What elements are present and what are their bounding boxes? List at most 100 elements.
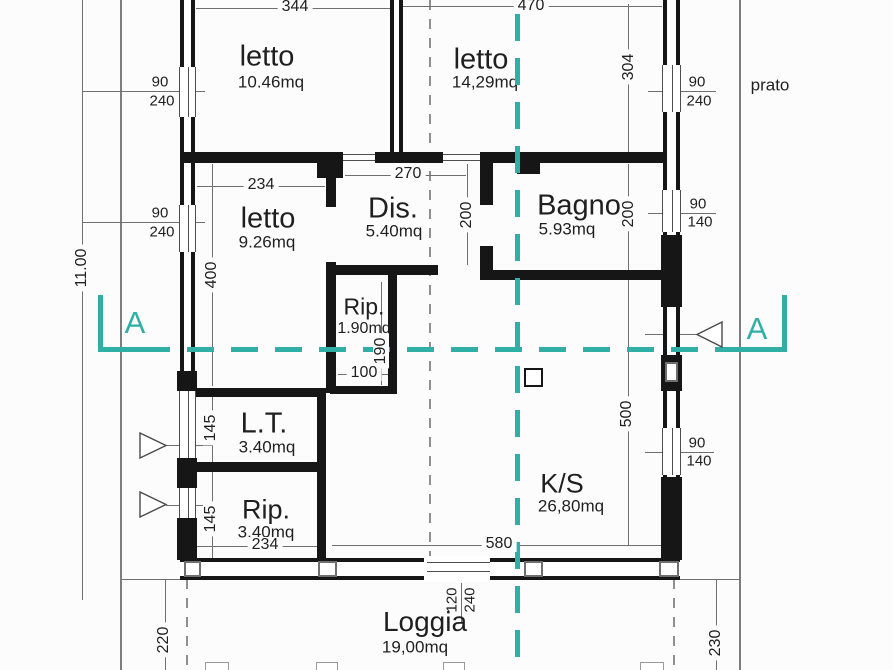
entrance-door-opening: [424, 556, 490, 582]
window-leader-right-bagno: [648, 213, 716, 214]
dim-letto3-height: 400: [203, 257, 220, 293]
dim-letto2-width: 470: [513, 0, 549, 14]
dim-line-loggia-right: [716, 579, 717, 670]
room-area-letto1: 10.46mq: [237, 72, 305, 92]
room-label-rip2: Rip.: [241, 494, 291, 525]
triangle-marker-rip2: [139, 490, 168, 519]
window-spec-right-ks-height: 140: [686, 452, 712, 470]
wall-pier-left-1: [177, 371, 197, 391]
wall-pier-right-3: [661, 477, 682, 560]
pillar-bottom-1: [184, 561, 201, 577]
lawn-label: prato: [750, 75, 790, 95]
window-spec-left-top-height: 240: [149, 92, 175, 110]
window-right-ks: [662, 428, 681, 475]
room-label-rip1: Rip.: [343, 293, 385, 320]
room-label-letto2: letto: [453, 43, 509, 76]
window-leader-right-top: [648, 91, 716, 92]
door-threshold-letto1-a: [343, 154, 375, 155]
window-spec-left-top-width: 90: [151, 73, 169, 91]
door-threshold-corridor-a: [443, 154, 480, 155]
wall-pier-bagno-top: [517, 152, 540, 174]
window-right-bagno: [662, 190, 681, 232]
dim-rip1-width: 100: [346, 365, 382, 381]
door-threshold-letto1-b: [343, 160, 375, 161]
window-spec-left-mid-height: 240: [149, 223, 175, 241]
dim-letto3-width: 234: [243, 177, 279, 193]
entrance-spec-width: 120: [443, 587, 461, 613]
entrance-fraction-line: [461, 583, 462, 622]
window-left-mid: [179, 205, 196, 252]
room-label-letto1: letto: [239, 40, 295, 73]
window-spec-right-bagno-height: 140: [687, 213, 713, 231]
entrance-threshold-a: [427, 562, 490, 563]
window-leader-left-mid: [82, 222, 205, 223]
loggia-column-3: [443, 662, 465, 670]
room-label-lt: L.T.: [240, 407, 288, 440]
window-spec-right-top-height: 240: [686, 92, 712, 110]
dim-letto2-height: 304: [620, 49, 637, 85]
dim-rip2-height: 145: [202, 501, 219, 537]
room-area-letto2: 14,29mq: [451, 72, 519, 92]
wall-dis-top: [375, 152, 443, 163]
room-area-ks: 26,80mq: [537, 496, 605, 516]
projection-dashed-line-loggia-left: [186, 579, 188, 670]
dim-connector-left: [122, 579, 180, 580]
section-bracket-right-arm: [729, 347, 787, 352]
pillar-bottom-2: [318, 561, 337, 577]
door-threshold-corridor-b: [443, 160, 480, 161]
room-area-bagno: 5.93mq: [538, 219, 596, 239]
dim-loggia-right: 230: [707, 625, 724, 661]
room-area-dis: 5.40mq: [365, 221, 423, 241]
wall-rip1-right: [388, 275, 397, 393]
wall-pier-right-1: [661, 235, 682, 307]
wall-bedroom-divider: [390, 0, 403, 156]
wall-lt-top: [194, 388, 326, 397]
wall-bagno-left-upper: [480, 163, 493, 205]
wall-letto3-right-lower: [326, 262, 336, 393]
entrance-spec-height: 240: [461, 587, 479, 613]
window-left-rip2: [179, 488, 196, 518]
triangle-marker-right: [695, 320, 723, 349]
entrance-threshold-b: [427, 571, 490, 572]
pillar-bottom-4: [659, 561, 679, 577]
loggia-column-2: [316, 662, 338, 670]
room-area-letto3: 9.26mq: [238, 232, 296, 252]
wall-rip1-bottom: [330, 386, 397, 394]
dim-loggia-left: 220: [155, 622, 172, 658]
projection-dashed-line-loggia-right: [673, 579, 675, 670]
dim-line-rip1-height: [381, 282, 382, 385]
wall-row1-left: [180, 152, 317, 163]
section-marker-a-right: A: [746, 311, 768, 346]
dim-connector-right: [680, 579, 740, 580]
triangle-marker-lt: [139, 431, 168, 460]
section-bracket-left-stem: [98, 295, 103, 352]
section-bracket-right-stem: [782, 295, 787, 352]
room-area-loggia: 19,00mq: [381, 637, 449, 657]
dim-rip2-width: 234: [247, 537, 283, 553]
dim-lt-height: 145: [202, 410, 219, 446]
dim-bagno-height: 200: [620, 196, 637, 232]
window-right-top: [662, 65, 681, 112]
window-left-top: [179, 67, 196, 117]
shaft-square: [524, 368, 543, 387]
dimension-line-overall: [82, 0, 83, 600]
pillar-bottom-3: [524, 561, 543, 577]
boundary-line-right: [739, 0, 741, 670]
wall-lt-rip2-right: [317, 388, 326, 558]
window-spec-left-mid-width: 90: [151, 204, 169, 222]
dim-ks-height: 500: [618, 396, 635, 432]
section-marker-a-left: A: [124, 305, 146, 340]
window-left-lt: [179, 391, 196, 458]
room-label-bagno: Bagno: [537, 189, 621, 222]
loggia-column-1: [205, 662, 229, 670]
section-line-horizontal: [143, 347, 729, 352]
boundary-line-left: [120, 0, 122, 670]
dim-letto1-width: 344: [277, 0, 313, 15]
room-label-ks: K/S: [540, 468, 584, 499]
window-leader-left-top: [82, 91, 205, 92]
wall-dis-bottom: [330, 265, 438, 275]
wall-bagno-bottom: [480, 270, 663, 280]
window-spec-right-top-width: 90: [688, 73, 706, 91]
